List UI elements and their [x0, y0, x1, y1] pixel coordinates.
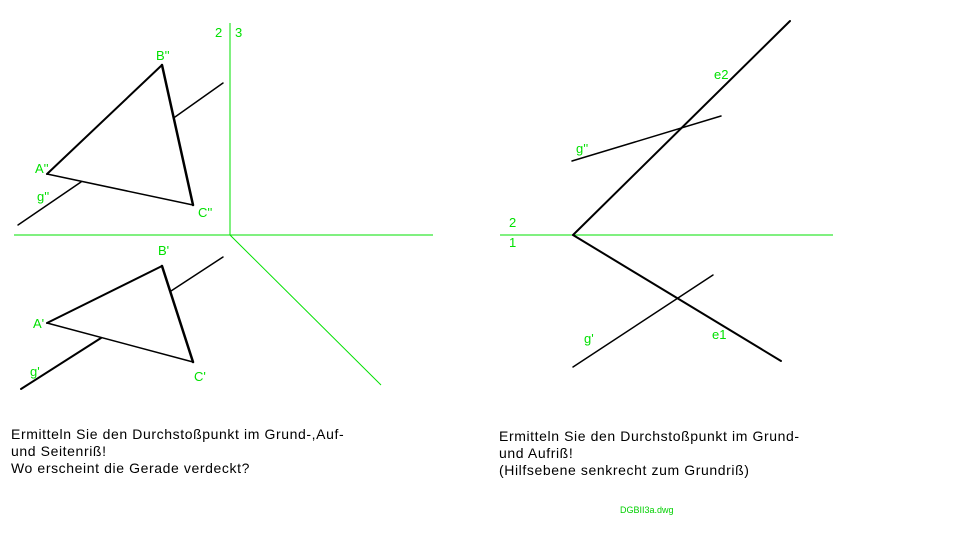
label-g1-right: g'	[584, 331, 594, 346]
triangle-edge-a2c2	[46, 173, 194, 206]
task-line: Ermitteln Sie den Durchstoßpunkt im Grun…	[499, 428, 800, 444]
task-line: Ermitteln Sie den Durchstoßpunkt im Grun…	[11, 426, 345, 442]
label-b1: B'	[158, 243, 170, 258]
label-a2: A''	[35, 161, 49, 176]
label-c1: C'	[194, 369, 206, 384]
task-line: und Seitenriß!	[11, 443, 107, 459]
axis-label-3: 3	[235, 25, 243, 40]
task-line: und Aufriß!	[499, 445, 574, 461]
triangle-edge-b1c1	[160, 264, 195, 364]
triangle-edge-b2c2	[160, 63, 195, 207]
task-text-left: Ermitteln Sie den Durchstoßpunkt im Grun…	[11, 426, 344, 477]
label-g2-right: g''	[576, 141, 589, 156]
line-g2-part1	[17, 181, 82, 226]
line-g2-right	[571, 115, 722, 162]
triangle-edge-a1b1	[46, 265, 163, 324]
label-c2: C''	[198, 205, 213, 220]
axis-label-1-right: 1	[509, 235, 517, 250]
triangle-edge-a1c1	[46, 322, 194, 363]
axis-label-2-right: 2	[509, 215, 517, 230]
axis-diagonal	[229, 234, 382, 386]
triangle-edge-a2b2	[46, 64, 163, 175]
label-e1: e1	[712, 327, 727, 342]
line-g1-part1	[20, 337, 102, 390]
file-name: DGBII3a.dwg	[620, 505, 674, 515]
line-g1-right	[572, 274, 714, 368]
task-line: (Hilfsebene senkrecht zum Grundriß)	[499, 462, 750, 478]
label-e2: e2	[714, 67, 729, 82]
label-g2: g''	[37, 189, 50, 204]
label-b2: B''	[156, 48, 170, 63]
task-text-right: Ermitteln Sie den Durchstoßpunkt im Grun…	[499, 428, 800, 479]
task-line: Wo erscheint die Gerade verdeckt?	[11, 460, 250, 476]
label-a1: A'	[33, 316, 45, 331]
label-g1: g'	[30, 364, 40, 379]
axis-label-2: 2	[215, 25, 223, 40]
line-g2-part2	[174, 82, 224, 118]
line-g1-part2	[170, 256, 224, 292]
